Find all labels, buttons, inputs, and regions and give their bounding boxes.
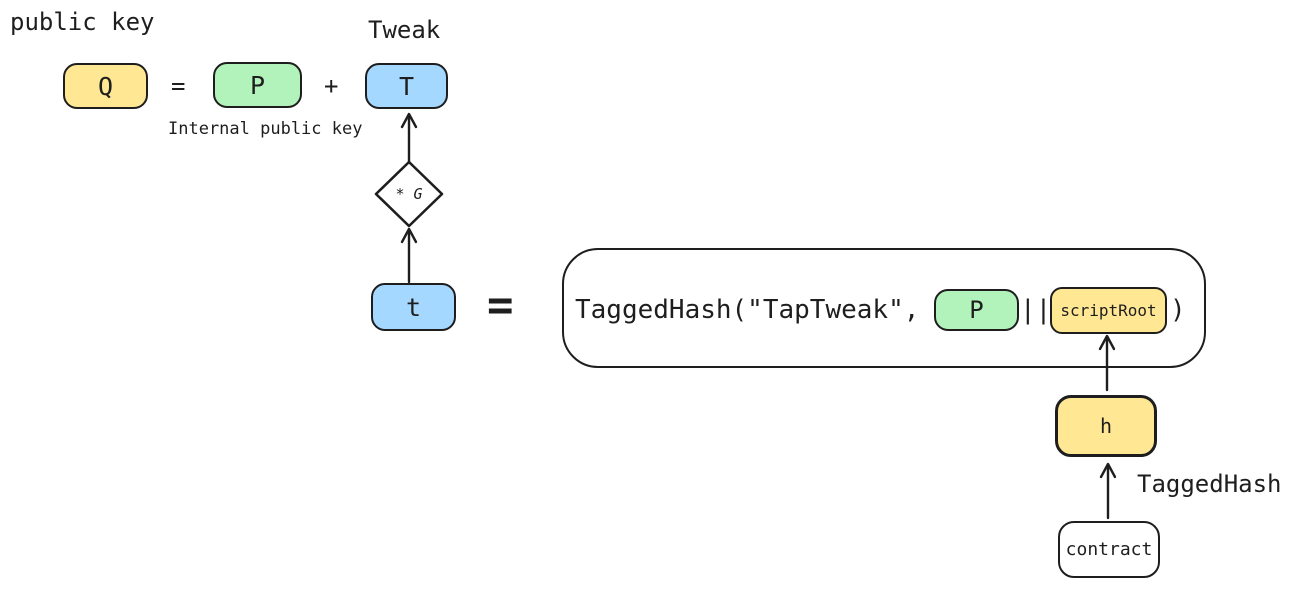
plus-sign: + — [324, 72, 339, 100]
tagged-hash-suffix: ) — [1170, 295, 1186, 325]
tagged-hash-expression-box: TaggedHash("TapTweak", P || scriptRoot ) — [562, 248, 1206, 368]
tagged-hash-arrow-label: TaggedHash — [1137, 470, 1282, 498]
internal-key-p-text: P — [249, 70, 266, 100]
arrow-up-g-to-t-icon — [400, 112, 418, 165]
expression-p-text: P — [969, 296, 984, 324]
script-hash-h-box: h — [1055, 395, 1157, 457]
arrow-up-t-to-g-icon — [400, 227, 418, 284]
generator-multiply-label: * G — [395, 185, 423, 203]
script-hash-h-text: h — [1099, 414, 1113, 438]
big-equals-sign: = — [487, 280, 514, 331]
concat-operator: || — [1020, 295, 1052, 325]
tweak-scalar-t-text: t — [405, 292, 422, 322]
internal-public-key-label: Internal public key — [168, 119, 363, 139]
generator-multiply-diamond: * G — [373, 159, 445, 229]
contract-box: contract — [1058, 521, 1160, 578]
tweak-point-t-box: T — [365, 63, 448, 109]
arrow-up-contract-to-h-icon — [1099, 462, 1117, 520]
output-key-q-text: Q — [97, 71, 114, 101]
tagged-hash-prefix: TaggedHash("TapTweak", — [575, 295, 936, 325]
arrow-up-h-to-scriptroot-icon — [1098, 334, 1116, 392]
expression-p-chip: P — [934, 289, 1019, 331]
public-key-label: public key — [10, 8, 155, 36]
script-root-chip: scriptRoot — [1050, 287, 1167, 334]
script-root-text: scriptRoot — [1060, 301, 1157, 320]
output-key-q-box: Q — [63, 63, 148, 109]
diamond-shape-icon — [374, 160, 444, 228]
contract-text: contract — [1065, 539, 1153, 560]
tweak-scalar-t-box: t — [371, 283, 456, 331]
equals-sign: = — [171, 72, 186, 100]
tweak-point-t-text: T — [398, 71, 415, 101]
tweak-label: Tweak — [368, 16, 441, 44]
internal-key-p-box: P — [213, 62, 302, 108]
